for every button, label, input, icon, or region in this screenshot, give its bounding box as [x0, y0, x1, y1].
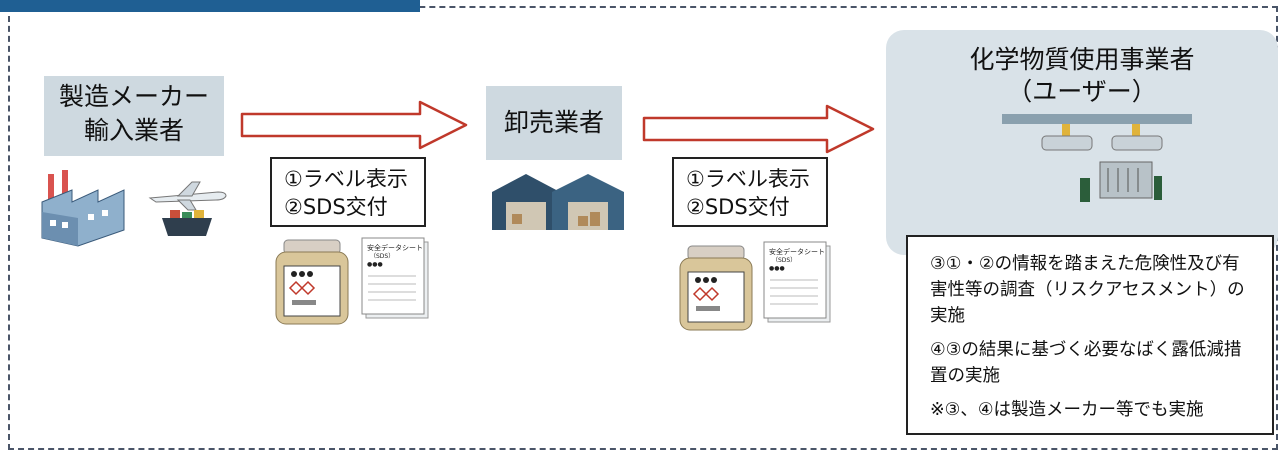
manufacturer-box: 製造メーカー 輸入業者 — [44, 76, 224, 156]
manufacturer-line1: 製造メーカー — [58, 82, 209, 111]
label-line2: ②SDS交付 — [284, 195, 388, 219]
sds-title-2: 安全データシート — [769, 247, 825, 256]
label-line1: ①ラベル表示 — [284, 167, 408, 191]
label-sds-box-1: ①ラベル表示 ②SDS交付 — [270, 157, 426, 227]
sds-sub-1: （SDS） — [370, 253, 394, 260]
sds-dots-2: ●●● — [769, 265, 785, 272]
wholesaler-box: 卸売業者 — [486, 86, 622, 160]
sds-document-icon: 安全データシート （SDS） ●●● — [763, 241, 831, 323]
notes-box: ③①・②の情報を踏まえた危険性及び有害性等の調査（リスクアセスメント）の実施 ④… — [906, 235, 1274, 435]
wholesaler-label: 卸売業者 — [503, 108, 604, 137]
sds-title-1: 安全データシート — [367, 243, 423, 252]
flow-arrow-1 — [240, 100, 468, 150]
flow-arrow-2 — [642, 104, 875, 154]
warehouse-icon — [492, 174, 624, 230]
label-sds-box-2: ①ラベル表示 ②SDS交付 — [672, 157, 828, 227]
factory-icon — [41, 170, 125, 247]
chemical-bottle-icon — [275, 239, 349, 325]
label-line1: ①ラベル表示 — [686, 167, 810, 191]
sds-document-icon: 安全データシート （SDS） ●●● — [361, 237, 429, 319]
user-line2: （ユーザー） — [1007, 77, 1157, 106]
ship-icon — [162, 210, 212, 236]
chemical-bottle-icon — [679, 245, 753, 331]
header-tab — [0, 0, 420, 12]
workshop-icon — [1002, 114, 1192, 202]
sds-sub-2: （SDS） — [772, 257, 796, 264]
note-footnote: ※③、④は製造メーカー等でも実施 — [930, 400, 1204, 420]
note-item-4: ④③の結果に基づく必要なばく露低減措置の実施 — [930, 340, 1242, 386]
sds-dots-1: ●●● — [367, 261, 383, 268]
label-line2: ②SDS交付 — [686, 195, 790, 219]
manufacturer-line2: 輸入業者 — [83, 116, 184, 145]
note-item-3: ③①・②の情報を踏まえた危険性及び有害性等の調査（リスクアセスメント）の実施 — [930, 254, 1245, 326]
user-box: 化学物質使用事業者 （ユーザー） — [886, 30, 1278, 255]
user-line1: 化学物質使用事業者 — [969, 45, 1195, 74]
